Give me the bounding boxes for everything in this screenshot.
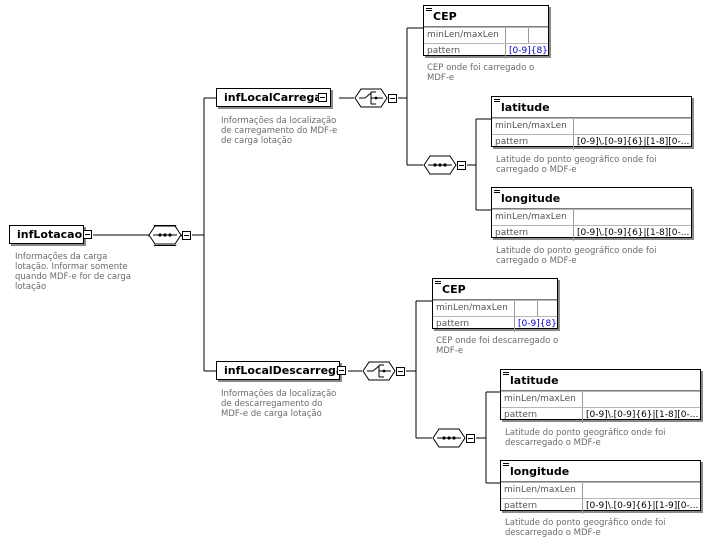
facet-label: pattern — [492, 135, 574, 150]
simple-type-icon — [426, 8, 432, 13]
collapse-toggle-icon[interactable] — [318, 93, 327, 102]
element-name: longitude — [501, 192, 561, 205]
element-longitude[interactable]: longitude minLen/maxLen pattern [0-9]\.[… — [491, 187, 692, 241]
element-header: longitude — [492, 188, 691, 209]
element-header: latitude — [492, 97, 691, 118]
collapse-toggle-icon[interactable] — [457, 161, 466, 170]
collapse-toggle-icon[interactable] — [388, 94, 397, 103]
element-description: Latitude do ponto geográfico onde foi de… — [505, 428, 666, 448]
collapse-toggle-icon[interactable] — [337, 366, 346, 375]
facet-value — [574, 210, 577, 225]
facet-label: minLen/maxLen — [501, 392, 583, 407]
simple-type-icon — [435, 281, 441, 286]
element-infLocalCarrega[interactable]: infLocalCarrega — [216, 88, 331, 107]
cell-divider — [528, 28, 529, 43]
element-description: Informações da localização de carregamen… — [221, 116, 338, 146]
facet-label: pattern — [501, 499, 583, 514]
facet-row: minLen/maxLen — [433, 300, 557, 316]
facet-label: pattern — [424, 44, 506, 59]
sequence-compositor-icon[interactable] — [432, 428, 466, 449]
sequence-compositor-icon[interactable] — [423, 155, 457, 176]
facet-label: minLen/maxLen — [492, 210, 574, 225]
element-latitude[interactable]: latitude minLen/maxLen pattern [0-9]\.[0… — [491, 96, 692, 150]
facet-row: minLen/maxLen — [492, 209, 691, 225]
collapse-toggle-icon[interactable] — [396, 367, 405, 376]
sequence-compositor-icon — [148, 225, 182, 245]
facet-value — [574, 119, 577, 134]
element-cep[interactable]: CEP minLen/maxLen pattern [0-9]{8} — [423, 5, 549, 59]
facet-label: minLen/maxLen — [433, 301, 515, 316]
facet-label: pattern — [501, 408, 583, 423]
element-name: infLotacao — [17, 228, 83, 241]
element-header: latitude — [501, 370, 700, 391]
element-description: CEP onde foi carregado o MDF-e — [427, 63, 535, 83]
facet-row: minLen/maxLen — [492, 118, 691, 134]
facet-row: pattern [0-9]{8} — [424, 43, 548, 59]
element-description: Latitude do ponto geográfico onde foi ca… — [496, 155, 657, 175]
facet-row: pattern [0-9]\.[0-9]{6}|[1-8][0-... — [492, 225, 691, 241]
element-description: Informações da localização de descarrega… — [221, 389, 337, 419]
element-header: longitude — [501, 461, 700, 482]
element-longitude[interactable]: longitude minLen/maxLen pattern [0-9]\.[… — [500, 460, 701, 514]
facet-row: pattern [0-9]{8} — [433, 316, 557, 332]
facet-value: [0-9]{8} — [509, 46, 548, 56]
cell-divider — [537, 301, 538, 316]
element-description: Latitude do ponto geográfico onde foi de… — [505, 518, 666, 538]
element-header: CEP — [433, 279, 557, 300]
facet-value: [0-9]\.[0-9]{6}|[1-8][0-... — [586, 410, 698, 420]
element-cep[interactable]: CEP minLen/maxLen pattern [0-9]{8} — [432, 278, 558, 332]
element-description: Latitude do ponto geográfico onde foi ca… — [496, 246, 657, 266]
element-description: Informações da carga lotação. Informar s… — [15, 252, 131, 292]
element-name: infLocalCarrega — [224, 91, 322, 104]
choice-compositor-icon[interactable] — [354, 88, 388, 109]
element-latitude[interactable]: latitude minLen/maxLen pattern [0-9]\.[0… — [500, 369, 701, 423]
element-name: infLocalDescarrega — [224, 364, 344, 377]
collapse-toggle-icon[interactable] — [83, 230, 92, 239]
facet-value — [583, 392, 586, 407]
collapse-toggle-icon[interactable] — [182, 231, 191, 240]
element-name: longitude — [510, 465, 570, 478]
facet-value: [0-9]\.[0-9]{6}|[1-8][0-... — [577, 228, 689, 238]
facet-value — [506, 28, 509, 43]
facet-value: [0-9]{8} — [518, 319, 557, 329]
facet-value: [0-9]\.[0-9]{6}|[1-9][0-... — [586, 501, 698, 511]
simple-type-icon — [494, 190, 500, 195]
simple-type-icon — [503, 463, 509, 468]
facet-label: minLen/maxLen — [424, 28, 506, 43]
facet-label: pattern — [492, 226, 574, 241]
element-name: CEP — [433, 10, 457, 23]
element-header: CEP — [424, 6, 548, 27]
facet-label: minLen/maxLen — [492, 119, 574, 134]
element-infLotacao[interactable]: infLotacao — [9, 225, 84, 244]
facet-label: minLen/maxLen — [501, 483, 583, 498]
facet-label: pattern — [433, 317, 515, 332]
choice-compositor-icon[interactable] — [362, 361, 396, 382]
collapse-toggle-icon[interactable] — [466, 434, 475, 443]
facet-value — [583, 483, 586, 498]
simple-type-icon — [494, 99, 500, 104]
element-name: latitude — [501, 101, 550, 114]
facet-value — [515, 301, 518, 316]
element-infLocalDescarrega[interactable]: infLocalDescarrega — [216, 361, 344, 380]
element-name: latitude — [510, 374, 559, 387]
element-description: CEP onde foi descarregado o MDF-e — [436, 336, 559, 356]
facet-row: pattern [0-9]\.[0-9]{6}|[1-9][0-... — [501, 498, 700, 514]
facet-row: minLen/maxLen — [424, 27, 548, 43]
facet-row: minLen/maxLen — [501, 482, 700, 498]
facet-value: [0-9]\.[0-9]{6}|[1-8][0-... — [577, 137, 689, 147]
facet-row: minLen/maxLen — [501, 391, 700, 407]
facet-row: pattern [0-9]\.[0-9]{6}|[1-8][0-... — [501, 407, 700, 423]
facet-row: pattern [0-9]\.[0-9]{6}|[1-8][0-... — [492, 134, 691, 150]
simple-type-icon — [503, 372, 509, 377]
element-name: CEP — [442, 283, 466, 296]
